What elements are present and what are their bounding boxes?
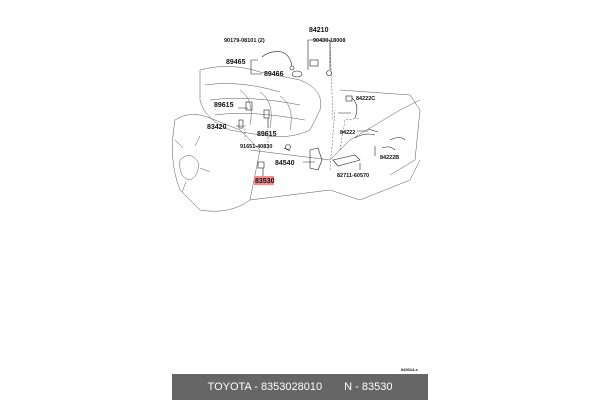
figure-code: 840014-c (401, 367, 419, 372)
caption-part-number: TOYOTA - 8353028010 (207, 381, 323, 393)
label-89466: 89466 (264, 71, 284, 78)
label-84222c: 84222C (356, 96, 375, 102)
parts (238, 51, 406, 171)
label-90430-18008: 90430-18008 (313, 38, 345, 44)
label-89615-top: 89615 (214, 102, 234, 109)
highlight-box (254, 176, 274, 185)
label-84540: 84540 (275, 160, 295, 167)
label-89615-bottom: 89615 (257, 131, 277, 138)
label-83530[interactable]: 83530 (255, 178, 275, 185)
label-82711-60570: 82711-60570 (337, 173, 369, 179)
caption-reference: N - 83530 (344, 381, 393, 393)
label-84222b: 84222B (380, 155, 399, 161)
label-91651-40830: 91651-40830 (240, 144, 272, 150)
label-83420: 83420 (207, 124, 227, 131)
leader-lines (236, 39, 376, 178)
engine-drawing (172, 39, 421, 212)
label-90179-08101: 90179-08101 (2) (224, 38, 265, 44)
label-89465: 89465 (226, 59, 246, 66)
label-84222: 84222 (340, 130, 355, 136)
caption-bar: TOYOTA - 8353028010 N - 83530 (172, 374, 428, 400)
label-84210: 84210 (309, 27, 329, 34)
